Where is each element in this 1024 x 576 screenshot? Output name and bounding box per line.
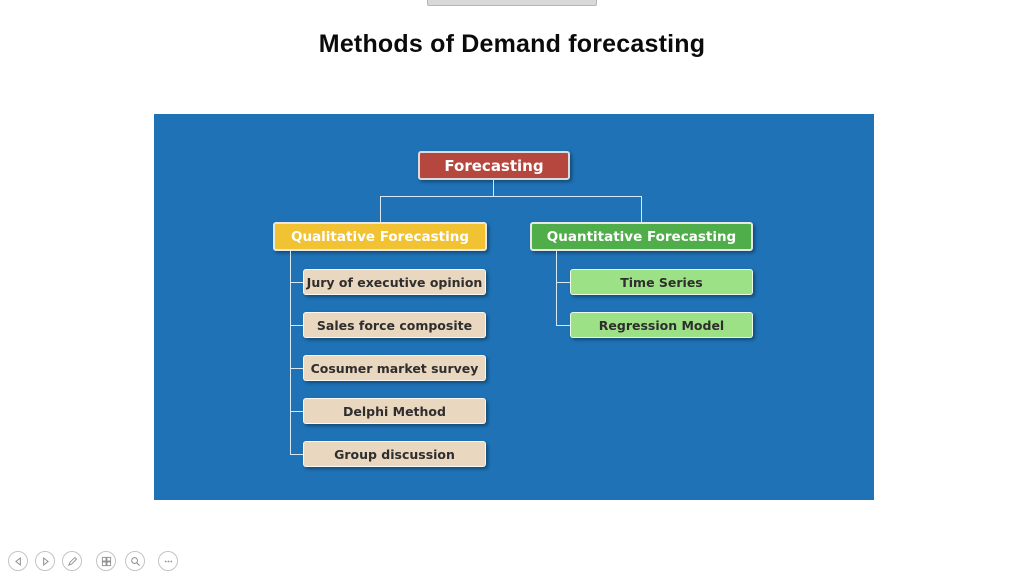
node-quantitative-forecasting: Quantitative Forecasting <box>530 222 753 251</box>
pen-icon <box>67 556 78 567</box>
connector-line <box>380 196 642 197</box>
zoom-icon <box>130 556 141 567</box>
connector-line <box>290 282 303 283</box>
node-regression-model: Regression Model <box>570 312 753 338</box>
connector-line <box>290 454 303 455</box>
slide-title: Methods of Demand forecasting <box>318 30 706 58</box>
slideshow-toolbar-edge <box>427 0 597 6</box>
next-slide-button[interactable] <box>35 551 55 571</box>
node-delphi-method: Delphi Method <box>303 398 486 424</box>
all-slides-icon <box>101 556 112 567</box>
diagram-canvas: Forecasting Qualitative Forecasting Quan… <box>154 114 874 500</box>
node-forecasting: Forecasting <box>418 151 570 180</box>
connector-line <box>380 196 381 222</box>
pen-button[interactable] <box>62 551 82 571</box>
all-slides-button[interactable] <box>96 551 116 571</box>
connector-line <box>556 282 570 283</box>
more-options-icon <box>163 556 174 567</box>
connector-line <box>493 180 494 196</box>
previous-slide-button[interactable] <box>8 551 28 571</box>
next-arrow-icon <box>40 556 51 567</box>
connector-line <box>290 325 303 326</box>
connector-line <box>556 325 570 326</box>
connector-line <box>641 196 642 222</box>
node-group-discussion: Group discussion <box>303 441 486 467</box>
node-consumer-market-survey: Cosumer market survey <box>303 355 486 381</box>
zoom-button[interactable] <box>125 551 145 571</box>
connector-line <box>290 251 291 454</box>
node-qualitative-forecasting: Qualitative Forecasting <box>273 222 487 251</box>
node-sales-force-composite: Sales force composite <box>303 312 486 338</box>
node-jury-of-executive-opinion: Jury of executive opinion <box>303 269 486 295</box>
connector-line <box>556 251 557 325</box>
slideshow-controls <box>8 551 178 571</box>
connector-line <box>290 411 303 412</box>
previous-arrow-icon <box>13 556 24 567</box>
node-time-series: Time Series <box>570 269 753 295</box>
more-options-button[interactable] <box>158 551 178 571</box>
connector-line <box>290 368 303 369</box>
